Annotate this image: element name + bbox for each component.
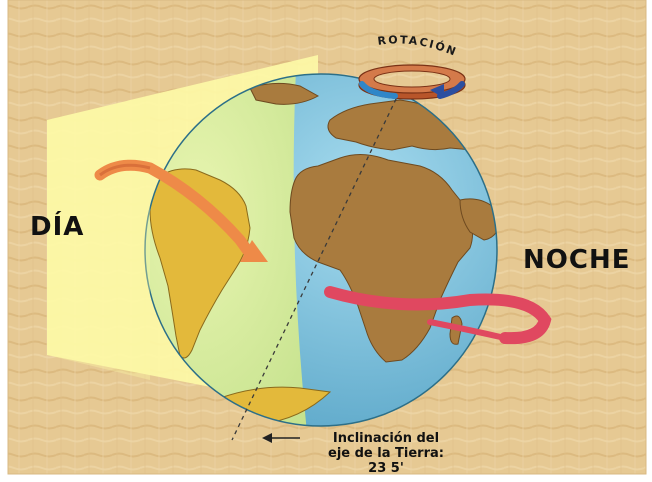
tilt-caption-line2: eje de la Tierra: <box>328 446 444 461</box>
night-label: NOCHE <box>523 245 631 275</box>
day-rotation-arrow <box>94 159 268 262</box>
greenland-island <box>249 82 320 105</box>
tilt-caption-line3: 23 5' <box>368 461 404 476</box>
arabia-continent <box>459 198 497 241</box>
globe-outline <box>144 73 498 427</box>
axial-tilt-caption: Inclinación del eje de la Tierra: 23 5' <box>306 431 466 476</box>
night-rotation-arrow <box>324 286 552 345</box>
tilt-caption-line1: Inclinación del <box>332 431 440 446</box>
tilt-pointer-head <box>262 433 272 443</box>
day-label: DÍA <box>30 212 85 242</box>
south-america-continent <box>149 168 251 359</box>
rotation-ring <box>358 64 466 100</box>
